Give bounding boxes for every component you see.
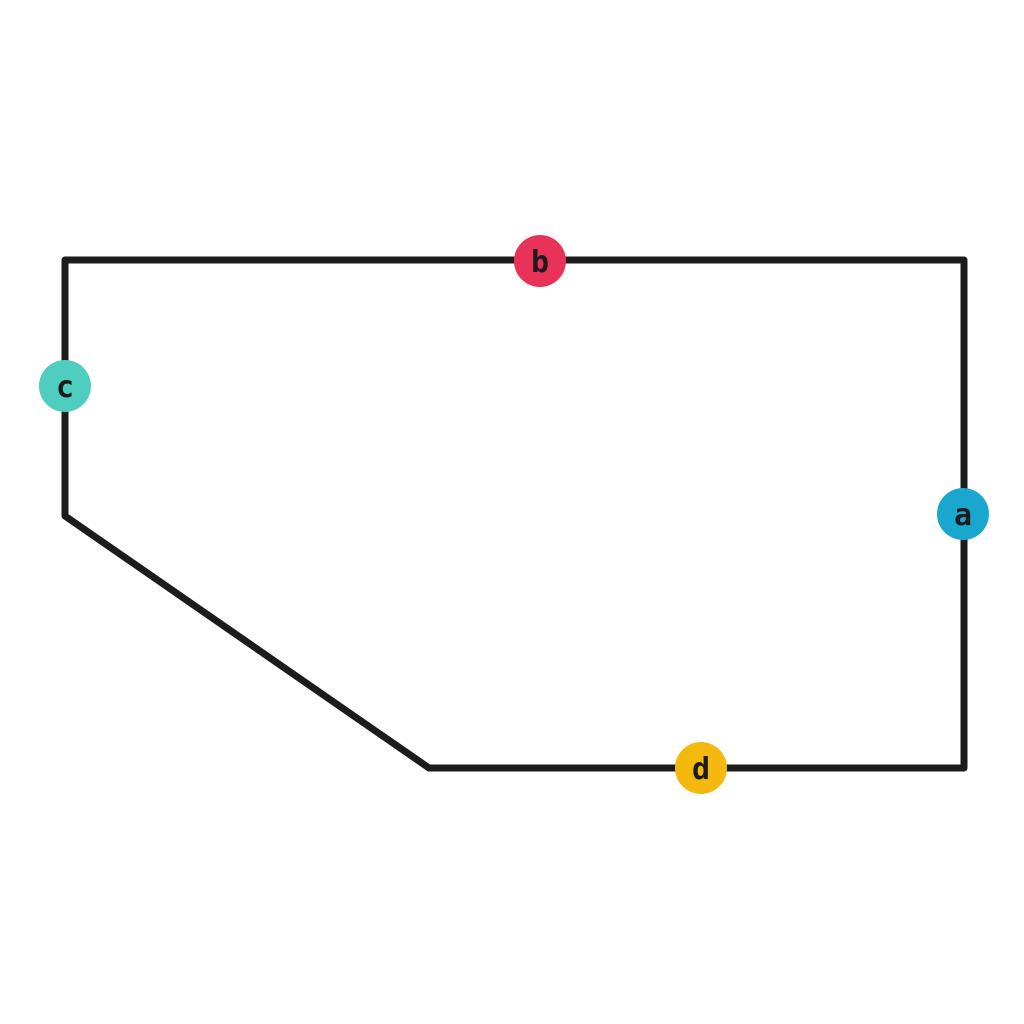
marker-a: a (937, 488, 989, 540)
marker-a-label: a (954, 498, 972, 533)
marker-a-dot (937, 488, 989, 540)
marker-d-dot (675, 742, 727, 794)
marker-b: b (514, 235, 566, 287)
polygon-outline (61, 256, 968, 772)
marker-d-label: d (692, 752, 710, 787)
marker-b-dot (514, 235, 566, 287)
marker-d: d (675, 742, 727, 794)
marker-c-dot (39, 360, 91, 412)
marker-b-label: b (531, 245, 549, 280)
marker-c: c (39, 360, 91, 412)
marker-c-label: c (56, 370, 74, 405)
